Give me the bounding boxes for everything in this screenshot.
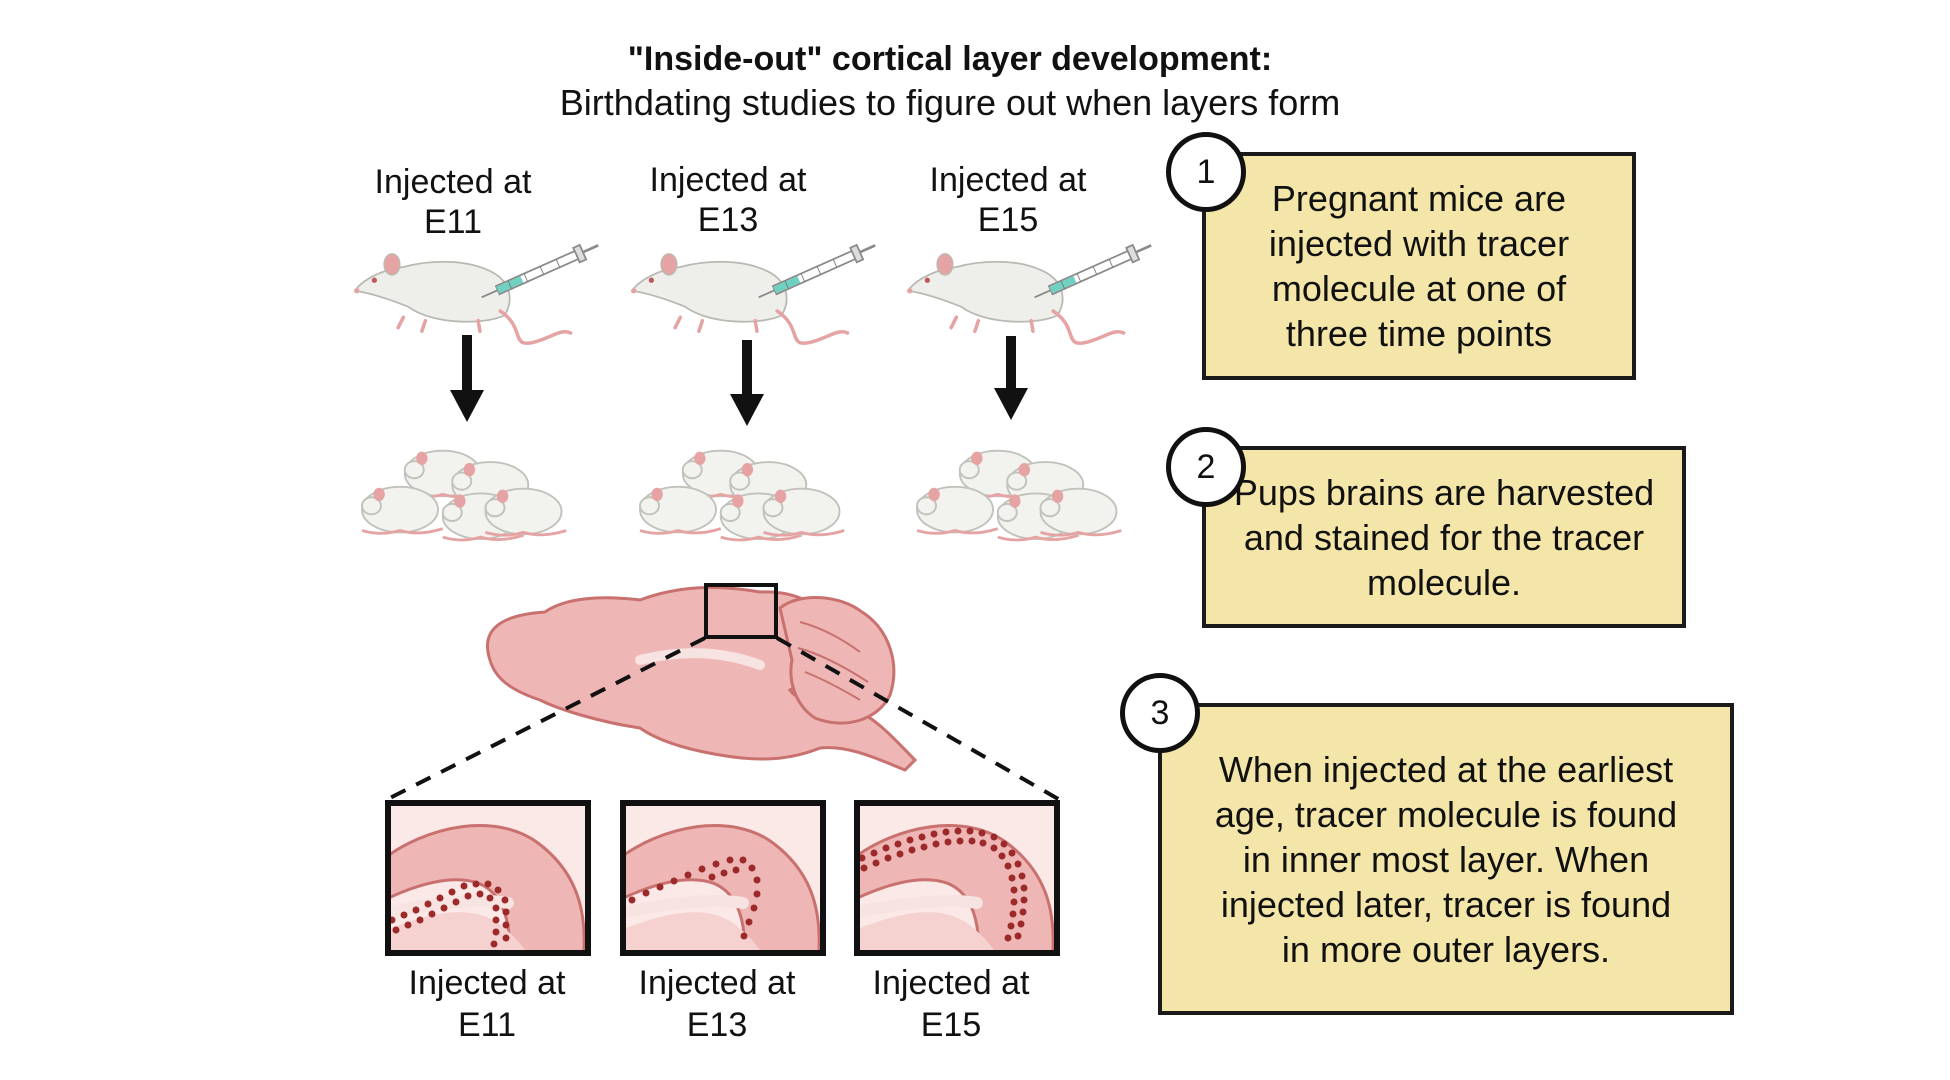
mouse-e13 [629, 236, 881, 345]
injection-label-line2: E11 [424, 203, 482, 241]
pups-e11 [362, 451, 566, 540]
cortex-panel-e11 [385, 800, 591, 956]
result-label-2: Injected at E13 [597, 962, 837, 1046]
injection-label-line1: Injected at [929, 161, 1087, 199]
pups-e13 [640, 451, 844, 540]
pups-e15 [917, 451, 1121, 540]
injection-label-2: Injected at E13 [608, 160, 848, 240]
step-number-2: 2 [1166, 427, 1246, 507]
injection-label-line2: E13 [697, 201, 759, 239]
zoom-line-left [385, 636, 706, 802]
arrow-down-icon [730, 340, 764, 426]
injection-label-1: Injected at E11 [333, 162, 573, 242]
cortex-panel-e13 [620, 800, 826, 956]
injection-label-line2: E15 [977, 201, 1039, 239]
step-text-3: When injected at the earliest age, trace… [1214, 748, 1678, 970]
diagram-title: "Inside-out" cortical layer development: [627, 40, 1273, 78]
result-label-line1: Injected at [408, 964, 566, 1002]
arrow-down-icon [450, 335, 484, 422]
injection-label-line1: Injected at [649, 161, 807, 199]
result-label-line2: E13 [686, 1006, 748, 1044]
step-box-1: Pregnant mice are injected with tracer m… [1202, 152, 1636, 380]
result-label-1: Injected at E11 [367, 962, 607, 1046]
result-label-line2: E15 [920, 1006, 982, 1044]
step-text-2: Pups brains are harvested and stained fo… [1233, 471, 1655, 603]
result-label-line1: Injected at [872, 964, 1030, 1002]
mouse-e15 [905, 236, 1157, 345]
injection-label-line1: Injected at [374, 163, 532, 201]
step-number-3: 3 [1120, 673, 1200, 753]
zoom-box [704, 583, 778, 639]
step-box-3: When injected at the earliest age, trace… [1158, 703, 1734, 1015]
cortex-panel-e15 [854, 800, 1060, 956]
brain-sagittal [485, 583, 918, 772]
step-box-2: Pups brains are harvested and stained fo… [1202, 446, 1686, 628]
result-label-line2: E11 [458, 1006, 516, 1044]
step-text-1: Pregnant mice are injected with tracer m… [1268, 178, 1570, 354]
step-number-1: 1 [1166, 132, 1246, 212]
arrow-down-icon [994, 336, 1028, 420]
title-block: "Inside-out" cortical layer development:… [0, 38, 1900, 126]
injection-label-3: Injected at E15 [888, 160, 1128, 240]
result-label-3: Injected at E15 [831, 962, 1071, 1046]
diagram-subtitle: Birthdating studies to figure out when l… [559, 82, 1341, 123]
result-label-line1: Injected at [638, 964, 796, 1002]
mouse-e11 [352, 236, 604, 345]
